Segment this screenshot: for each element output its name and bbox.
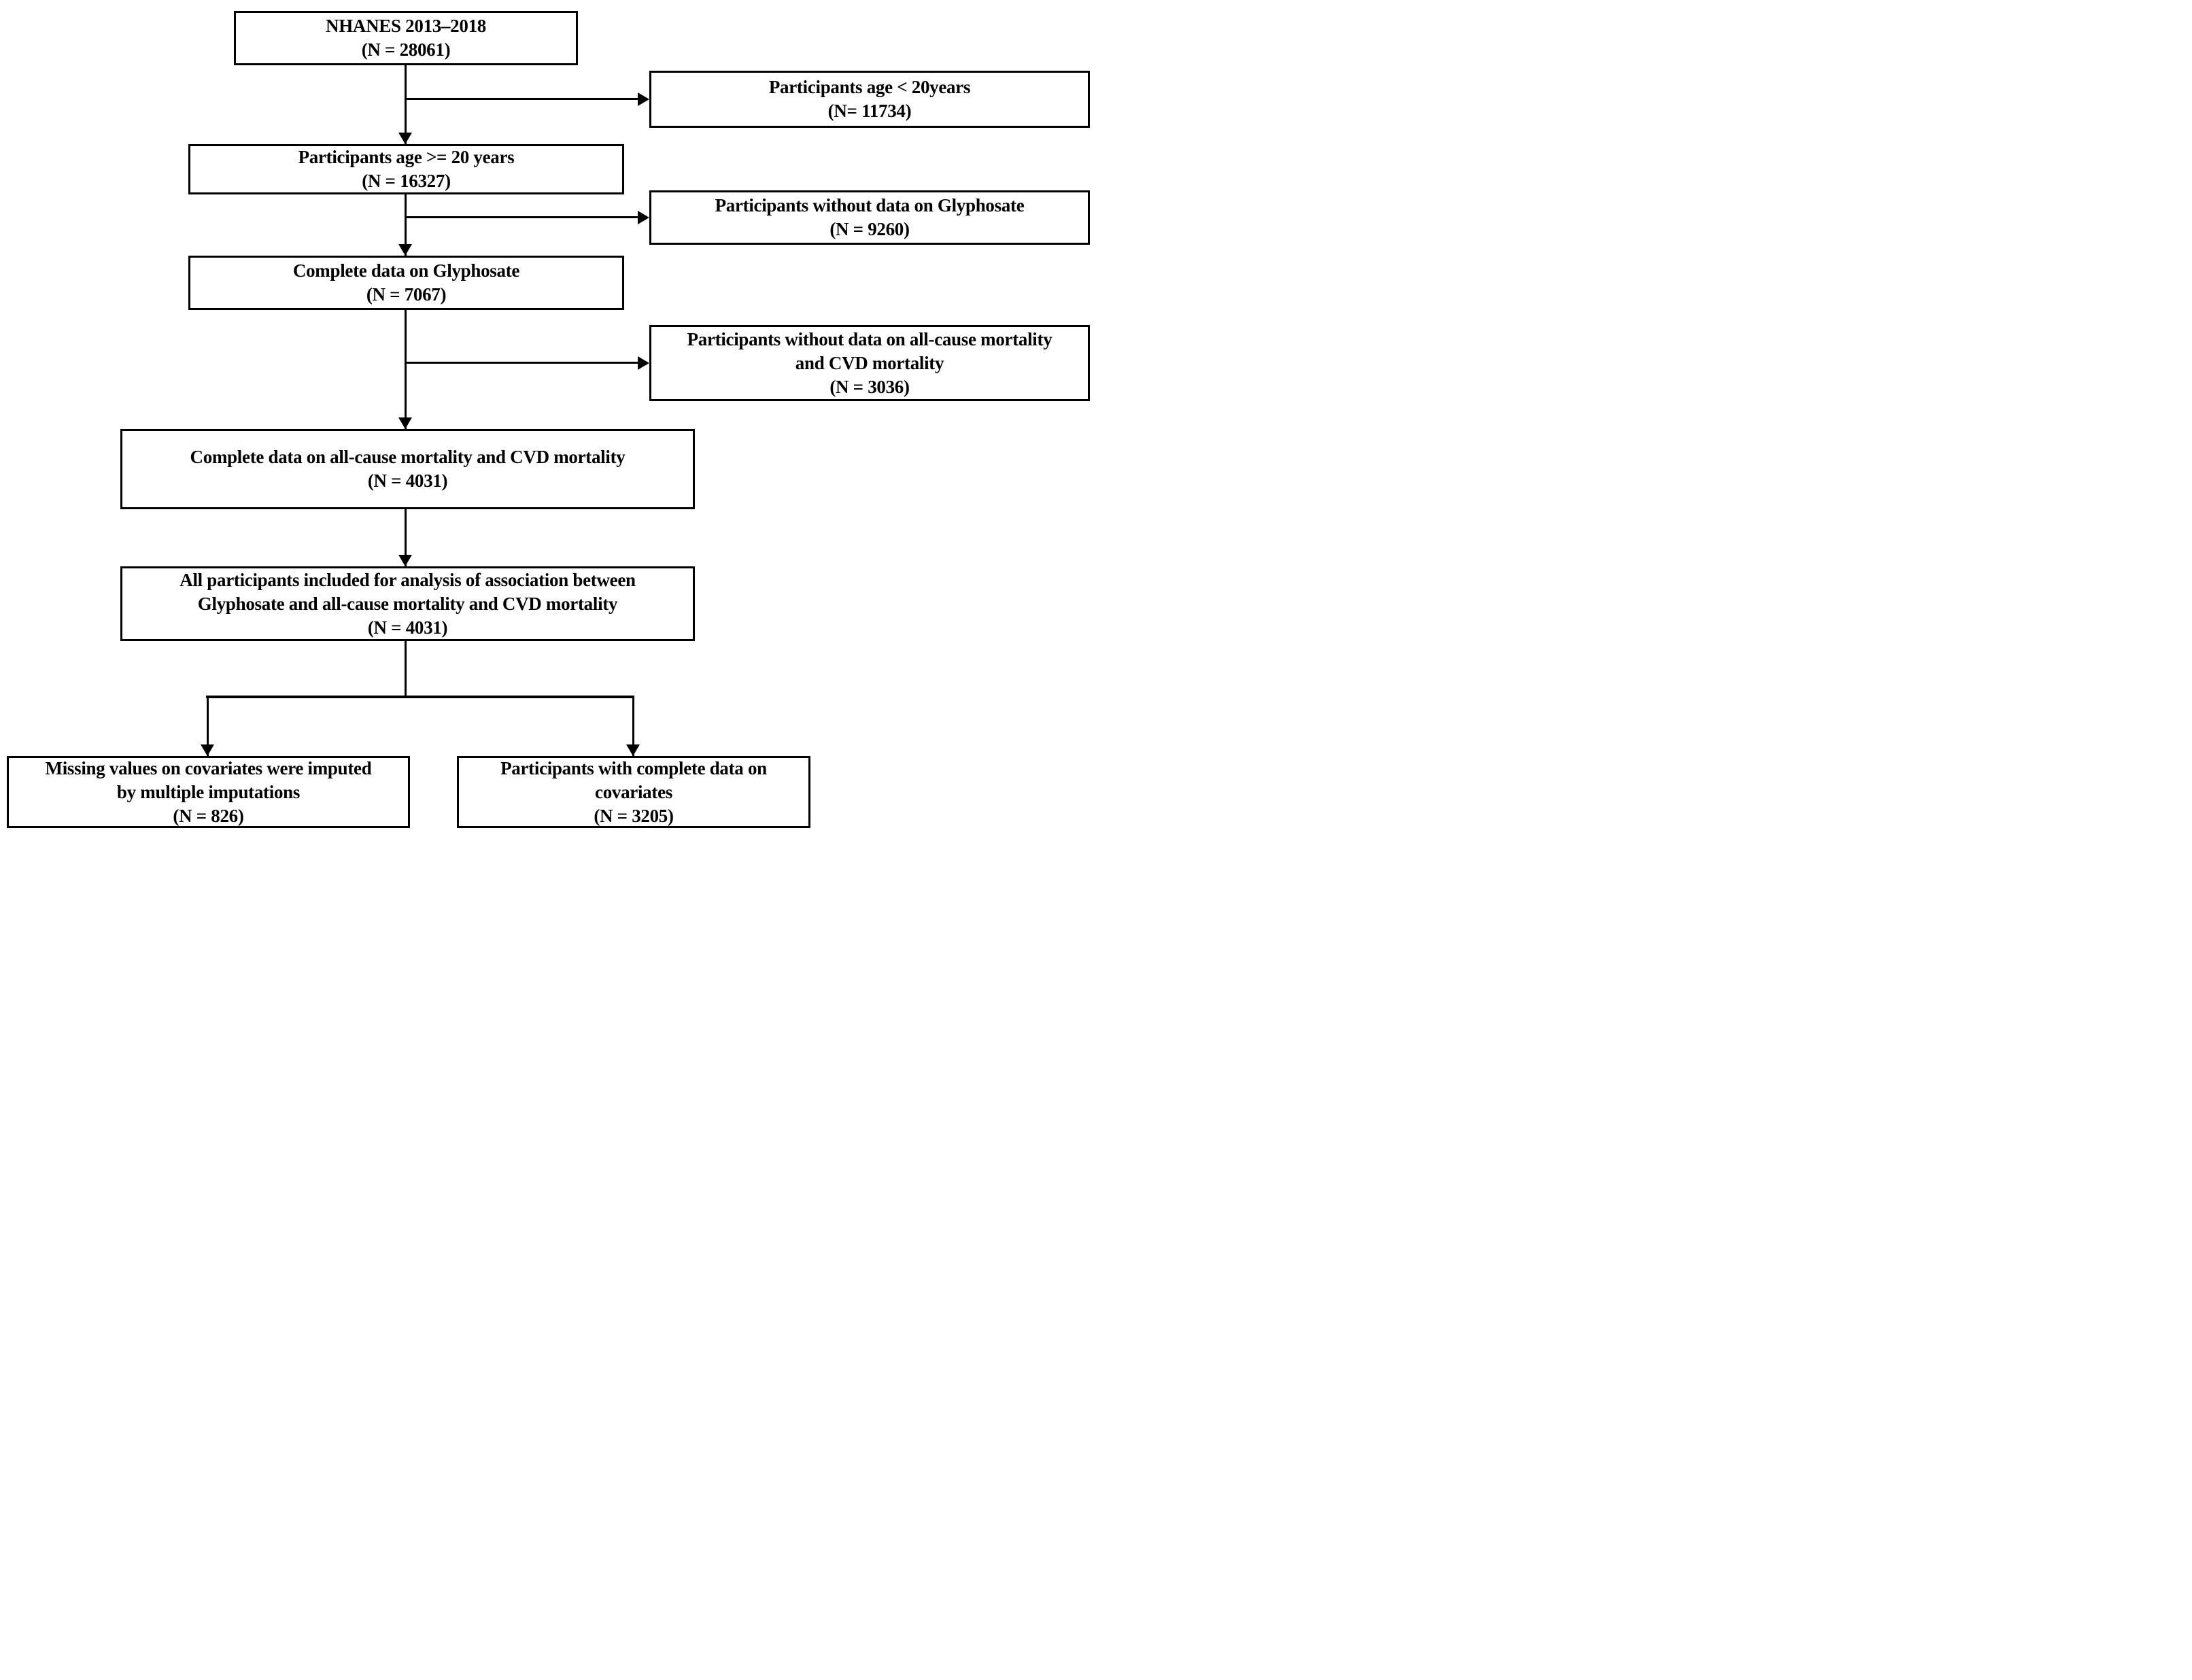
box-age-under-20-label: Participants age < 20years bbox=[768, 77, 971, 97]
arrowhead-right-without-glyphosate bbox=[638, 211, 649, 224]
arrowhead-down-mortality bbox=[398, 417, 412, 429]
box-age-20-plus: Participants age >= 20 years (N = 16327) bbox=[188, 144, 624, 194]
box-without-glyphosate-count: (N = 9260) bbox=[829, 219, 910, 239]
box-imputed-covariates-line1: Missing values on covariates were impute… bbox=[45, 757, 372, 778]
box-nhanes: NHANES 2013–2018 (N = 28061) bbox=[234, 11, 578, 65]
connector-age20-to-glyphosate bbox=[405, 194, 407, 256]
box-included-analysis-line2: Glyphosate and all-cause mortality and C… bbox=[197, 593, 618, 614]
connector-nhanes-to-age20 bbox=[405, 65, 407, 144]
arrowhead-down-imputed bbox=[201, 744, 214, 756]
arrowhead-right-without-mortality bbox=[638, 356, 649, 370]
box-complete-covariates-count: (N = 3205) bbox=[594, 805, 674, 826]
box-age-under-20: Participants age < 20years (N= 11734) bbox=[649, 71, 1090, 128]
box-without-mortality-count: (N = 3036) bbox=[829, 376, 910, 397]
box-complete-covariates-line2: covariates bbox=[595, 781, 672, 802]
arrowhead-right-age-under-20 bbox=[638, 92, 649, 106]
connector-exclude-without-glyphosate bbox=[405, 216, 640, 218]
connector-exclude-age-under-20 bbox=[405, 98, 640, 100]
box-complete-glyphosate: Complete data on Glyphosate (N = 7067) bbox=[188, 256, 624, 310]
box-without-mortality-line2: and CVD mortality bbox=[795, 352, 944, 373]
connector-branch-to-imputed bbox=[207, 696, 209, 756]
branch-horizontal-line bbox=[206, 696, 634, 698]
box-complete-mortality: Complete data on all-cause mortality and… bbox=[120, 429, 695, 509]
box-nhanes-label: NHANES 2013–2018 bbox=[326, 16, 486, 36]
box-nhanes-count: (N = 28061) bbox=[361, 39, 451, 60]
box-included-analysis: All participants included for analysis o… bbox=[120, 566, 695, 641]
connector-exclude-without-mortality bbox=[405, 362, 640, 364]
box-without-glyphosate-label: Participants without data on Glyphosate bbox=[715, 195, 1025, 216]
arrowhead-down-glyphosate bbox=[398, 244, 412, 256]
box-included-analysis-count: (N = 4031) bbox=[367, 617, 448, 638]
connector-mortality-to-analysis bbox=[405, 509, 407, 566]
flow-diagram: NHANES 2013–2018 (N = 28061) Participant… bbox=[0, 0, 1096, 840]
arrowhead-down-age20 bbox=[398, 133, 412, 144]
box-age-20-plus-count: (N = 16327) bbox=[362, 171, 451, 191]
box-age-under-20-count: (N= 11734) bbox=[827, 101, 912, 121]
box-included-analysis-line1: All participants included for analysis o… bbox=[179, 569, 636, 590]
box-complete-mortality-count: (N = 4031) bbox=[367, 470, 448, 491]
arrowhead-down-analysis bbox=[398, 555, 412, 566]
box-imputed-covariates-line2: by multiple imputations bbox=[116, 781, 301, 802]
box-age-20-plus-label: Participants age >= 20 years bbox=[298, 147, 515, 167]
box-imputed-covariates: Missing values on covariates were impute… bbox=[7, 756, 410, 828]
box-complete-glyphosate-count: (N = 7067) bbox=[366, 284, 447, 305]
box-without-mortality: Participants without data on all-cause m… bbox=[649, 325, 1090, 401]
arrowhead-down-complete-covariates bbox=[626, 744, 640, 756]
connector-analysis-to-branch bbox=[405, 641, 407, 698]
connector-glyphosate-to-mortality bbox=[405, 310, 407, 429]
box-without-mortality-line1: Participants without data on all-cause m… bbox=[687, 328, 1052, 349]
box-complete-covariates-line1: Participants with complete data on bbox=[500, 757, 767, 778]
box-imputed-covariates-count: (N = 826) bbox=[173, 805, 244, 826]
box-complete-glyphosate-label: Complete data on Glyphosate bbox=[292, 260, 520, 281]
connector-branch-to-complete-covariates bbox=[632, 696, 634, 756]
box-complete-covariates: Participants with complete data on covar… bbox=[457, 756, 810, 828]
box-without-glyphosate: Participants without data on Glyphosate … bbox=[649, 190, 1090, 245]
box-complete-mortality-label: Complete data on all-cause mortality and… bbox=[190, 447, 626, 467]
